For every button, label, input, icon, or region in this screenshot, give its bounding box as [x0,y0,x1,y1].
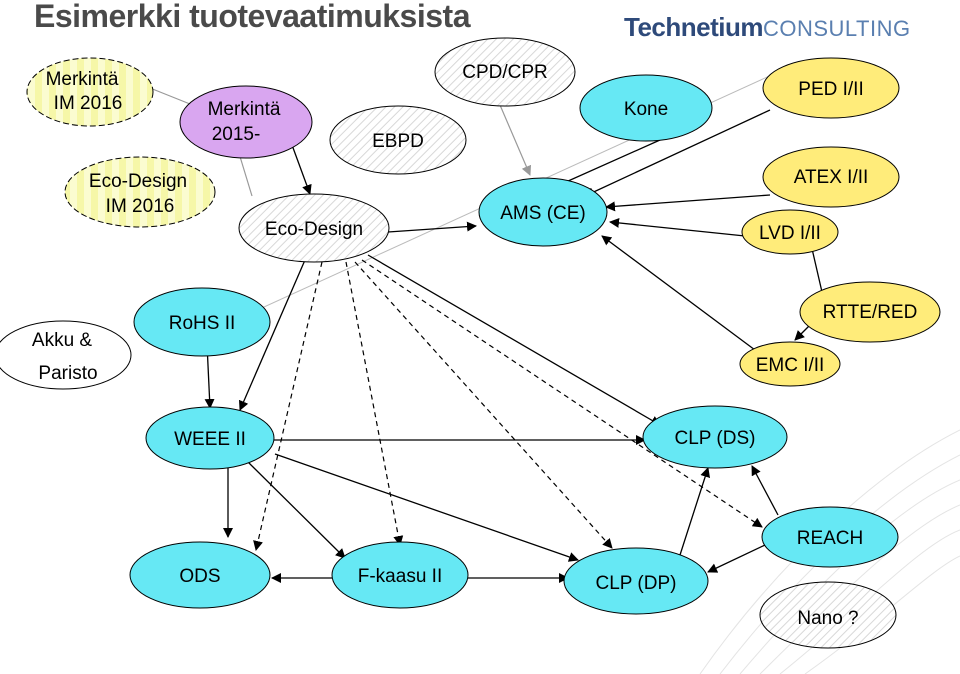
node-ams-label: AMS (CE) [500,203,586,224]
edge-ecodesign-to-fkaasu-dashed [345,261,404,546]
edge-ecodesign-to-clpdp-dashed [354,261,613,549]
node-akku-paristo[interactable]: Akku & Paristo [0,320,132,390]
edge-ecodesign-to-ods-dashed [253,261,323,551]
edge-ecodesign-to-weee [238,259,306,411]
node-merkinta-2015[interactable]: Merkintä 2015- [179,85,313,159]
node-ods[interactable]: ODS [129,541,271,609]
node-ped-label: PED I/II [798,79,863,100]
node-kone-label: Kone [624,99,668,120]
company-logo: TechnetiumCONSULTING [624,12,911,43]
node-clp-ds[interactable]: CLP (DS) [642,405,788,469]
node-cpd-label: CPD/CPR [462,62,548,83]
edge-ped-to-ams [584,109,771,197]
node-f-kaasu[interactable]: F-kaasu II [331,541,469,609]
edge-weee-to-clpdp [274,453,579,562]
node-atex[interactable]: ATEX I/II [762,146,900,208]
node-merkinta-2015-line2: 2015- [212,124,261,145]
node-akku-line2: Paristo [38,363,97,384]
node-ecodesign-im-line1: Eco-Design [89,171,187,192]
node-ecodesign-im-2016[interactable]: Eco-Design IM 2016 [64,156,216,228]
node-reach[interactable]: REACH [761,506,899,568]
node-merkinta-im-2016[interactable]: Merkintä IM 2016 [26,57,154,127]
node-weee[interactable]: WEEE II [145,406,275,470]
node-merkinta-im-line1: Merkintä [46,69,119,90]
node-akku-line1: Akku & [32,330,93,351]
edge-ecodesign-to-clpds [367,254,661,426]
edge-emc-to-ams [601,235,756,351]
logo-bold-text: Technetium [624,12,763,42]
node-atex-label: ATEX I/II [794,167,869,188]
node-kone[interactable]: Kone [579,74,713,142]
node-lvd[interactable]: LVD I/II [741,209,839,255]
edge-atex-to-ams [605,194,771,212]
edge-ecodesign-to-reach-dashed [361,259,763,528]
node-ecodesign-label: Eco-Design [265,219,363,240]
node-weee-label: WEEE II [174,429,246,450]
node-rohs[interactable]: RoHS II [133,287,271,357]
node-clp-ds-label: CLP (DS) [675,428,756,449]
nodes: Merkintä IM 2016 Eco-Design IM 2016 Merk… [0,37,941,649]
edge-weee-to-fkaasu [247,461,346,559]
node-rohs-label: RoHS II [169,313,236,334]
node-clp-dp-label: CLP (DP) [596,573,677,594]
node-merkinta-2015-line1: Merkintä [208,99,281,120]
edge-ecodesign-to-ams [387,221,477,233]
logo-light-text: CONSULTING [762,16,911,41]
edge-clpdp-to-clpds [679,467,711,556]
edge-merkinta2015-to-ecodesign [291,144,312,195]
node-rtte-red[interactable]: RTTE/RED [799,281,941,343]
node-fkaasu-label: F-kaasu II [358,566,442,587]
edge-reach-to-clpds [751,465,779,516]
node-emc[interactable]: EMC I/II [739,341,841,387]
edge-cpd-to-ams [499,104,532,176]
node-rtte-label: RTTE/RED [823,302,918,323]
node-ebpd[interactable]: EBPD [329,105,467,175]
node-ecodesign-im-line2: IM 2016 [106,196,175,217]
node-merkinta-im-line2: IM 2016 [54,93,123,114]
node-lvd-label: LVD I/II [759,223,821,244]
background-curves [699,429,960,674]
node-ebpd-label: EBPD [372,131,424,152]
node-nano[interactable]: Nano ? [759,581,897,649]
edge-lvd-to-ams [609,217,746,237]
node-ecodesign[interactable]: Eco-Design [238,193,390,263]
node-ped[interactable]: PED I/II [762,57,900,119]
node-nano-label: Nano ? [797,608,858,629]
page-title: Esimerkki tuotevaatimuksista [34,0,470,34]
node-ams-ce[interactable]: AMS (CE) [478,177,608,247]
node-clp-dp[interactable]: CLP (DP) [563,547,709,615]
edge-reach-to-clpdp [707,544,766,573]
node-reach-label: REACH [797,528,864,549]
node-emc-label: EMC I/II [756,355,825,376]
node-cpd-cpr[interactable]: CPD/CPR [434,37,576,107]
node-ods-label: ODS [179,566,220,587]
